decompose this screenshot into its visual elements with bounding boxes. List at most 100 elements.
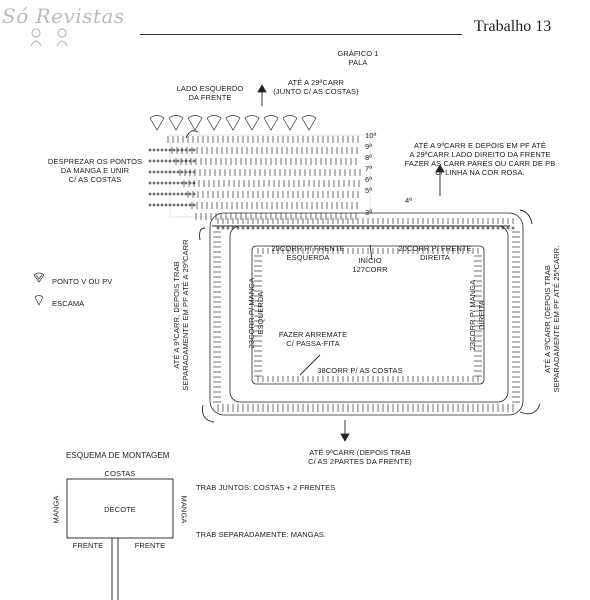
chain-mark bbox=[160, 181, 164, 185]
chain-mark bbox=[176, 159, 180, 163]
chain-mark bbox=[501, 226, 505, 230]
chain-mark bbox=[152, 181, 156, 185]
chain-mark bbox=[192, 148, 196, 152]
chain-mark bbox=[381, 226, 385, 230]
assembly-manga-left: MANGA bbox=[51, 495, 61, 524]
left-front-label: LADO ESQUERDO DA FRENTE bbox=[176, 84, 244, 102]
chain-mark bbox=[176, 170, 180, 174]
chain-mark bbox=[148, 203, 152, 207]
chain-mark bbox=[180, 192, 184, 196]
chain-mark bbox=[188, 181, 192, 185]
chain-mark bbox=[346, 226, 350, 230]
chain-mark bbox=[221, 226, 225, 230]
shell-mark bbox=[301, 115, 317, 131]
chain-mark bbox=[176, 148, 180, 152]
chain-mark bbox=[184, 148, 188, 152]
shell-icon bbox=[34, 295, 44, 306]
assembly-frente-left: FRENTE bbox=[72, 541, 104, 550]
left-side-note: ATÉ A 9ªCARR, DEPOIS TRAB SEPARADAMENTE … bbox=[172, 239, 190, 391]
chain-mark bbox=[156, 159, 160, 163]
chain-mark bbox=[184, 192, 188, 196]
shell-mark bbox=[282, 115, 298, 131]
chain-mark bbox=[180, 159, 184, 163]
left-front-chains: 20CORR P/ FRENTE ESQUERDA bbox=[271, 244, 345, 262]
chain-mark bbox=[456, 226, 460, 230]
chain-mark bbox=[172, 148, 176, 152]
v-stitch-icon bbox=[33, 272, 45, 283]
right-front-chains: 20CORR P/ FRENTE DIREITA bbox=[398, 244, 472, 262]
chain-mark bbox=[160, 203, 164, 207]
chain-mark bbox=[148, 159, 152, 163]
chain-mark bbox=[188, 192, 192, 196]
assembly-frente-right: FRENTE bbox=[134, 541, 166, 550]
chain-mark bbox=[376, 226, 380, 230]
chain-mark bbox=[266, 226, 270, 230]
assembly-note-1: TRAB JUNTOS: COSTAS + 2 FRENTES bbox=[196, 483, 336, 492]
chain-mark bbox=[188, 170, 192, 174]
chain-mark bbox=[476, 226, 480, 230]
chain-mark bbox=[176, 192, 180, 196]
chain-mark bbox=[396, 226, 400, 230]
legend-shell-label: ESCAMA bbox=[52, 299, 85, 308]
chain-mark bbox=[491, 226, 495, 230]
chain-mark bbox=[441, 226, 445, 230]
chain-mark bbox=[481, 226, 485, 230]
chain-mark bbox=[192, 203, 196, 207]
chain-mark bbox=[471, 226, 475, 230]
chain-mark bbox=[321, 226, 325, 230]
chain-mark bbox=[164, 192, 168, 196]
assembly-costas: COSTAS bbox=[104, 469, 136, 478]
chain-mark bbox=[148, 181, 152, 185]
chain-mark bbox=[431, 226, 435, 230]
logo-text: Só Revistas bbox=[2, 4, 125, 28]
chain-mark bbox=[156, 170, 160, 174]
chain-mark bbox=[160, 159, 164, 163]
left-sleeve-label: 23CORR P/ MANGA ESQUERDA bbox=[247, 277, 265, 349]
assembly-note-2: TRAB SEPARADAMENTE: MANGAS. bbox=[196, 530, 327, 539]
chain-mark bbox=[152, 192, 156, 196]
chain-mark bbox=[180, 203, 184, 207]
chain-mark bbox=[168, 203, 172, 207]
chain-mark bbox=[172, 203, 176, 207]
chain-mark bbox=[156, 203, 160, 207]
chain-mark bbox=[486, 226, 490, 230]
chain-mark bbox=[180, 148, 184, 152]
chain-mark bbox=[188, 159, 192, 163]
chain-mark bbox=[164, 203, 168, 207]
right-side-note: ATÉ A 9ªCARR (DEPOIS TRAB SEPARADAMENTE … bbox=[543, 245, 561, 393]
chain-mark bbox=[226, 226, 230, 230]
chain-mark bbox=[246, 226, 250, 230]
chain-mark bbox=[496, 226, 500, 230]
chain-mark bbox=[152, 203, 156, 207]
chain-mark bbox=[156, 181, 160, 185]
assembly-title: ESQUEMA DE MONTAGEM bbox=[66, 451, 170, 460]
chain-mark bbox=[184, 203, 188, 207]
chain-mark bbox=[164, 148, 168, 152]
chain-mark bbox=[511, 226, 515, 230]
row-numbers: 10ª 9ª 8ª 7ª 6ª 5ª 3ª bbox=[365, 131, 377, 217]
finish-label: FAZER ARREMATE C/ PASSA-FITA bbox=[278, 330, 348, 348]
bottom-note: ATÉ 9ªCARR (DEPOIS TRAB C/ AS 2PARTES DA… bbox=[308, 448, 412, 466]
assembly-manga-right: MANGA bbox=[179, 495, 189, 524]
chain-mark bbox=[172, 170, 176, 174]
shell-mark bbox=[225, 115, 241, 131]
chain-mark bbox=[176, 203, 180, 207]
chain-mark bbox=[506, 226, 510, 230]
chain-mark bbox=[461, 226, 465, 230]
start-label: INÍCIO 127CORR bbox=[352, 256, 388, 274]
chain-mark bbox=[276, 226, 280, 230]
chain-mark bbox=[436, 226, 440, 230]
shell-mark bbox=[187, 115, 203, 131]
chain-mark bbox=[356, 226, 360, 230]
chain-mark bbox=[366, 226, 370, 230]
row-number-4: 4ª bbox=[405, 196, 413, 205]
chain-mark bbox=[401, 226, 405, 230]
chain-mark bbox=[164, 170, 168, 174]
shell-mark bbox=[263, 115, 279, 131]
chain-mark bbox=[426, 226, 430, 230]
chain-mark bbox=[416, 226, 420, 230]
chain-mark bbox=[216, 226, 220, 230]
shell-mark bbox=[168, 115, 184, 131]
assembly-decote: DECOTE bbox=[104, 505, 136, 514]
chain-mark bbox=[281, 226, 285, 230]
